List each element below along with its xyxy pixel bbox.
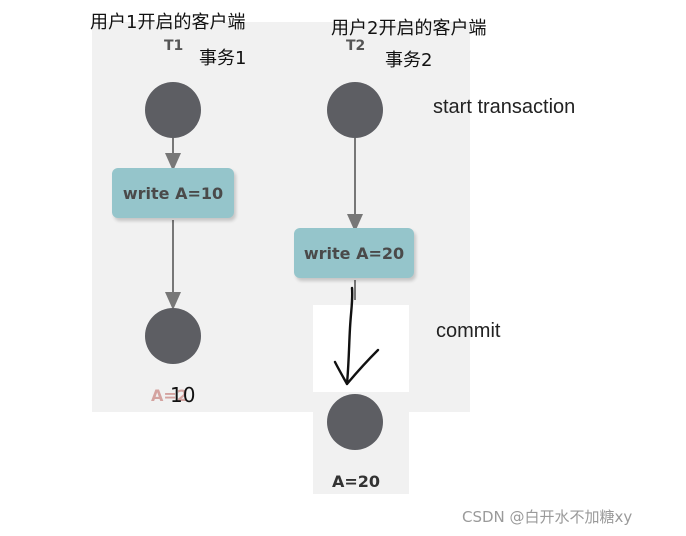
t1-start-node bbox=[145, 82, 201, 138]
t1-result-overlay: 10 bbox=[170, 383, 196, 407]
t1-write-label: write A=10 bbox=[122, 183, 224, 203]
client1-thread-id: T1 bbox=[164, 38, 184, 54]
client2-caption: 用户2开启的客户端 bbox=[331, 18, 487, 39]
hand-drawn-arrow bbox=[333, 286, 380, 386]
client1-caption: 用户1开启的客户端 bbox=[90, 12, 246, 33]
client2-transaction-label: 事务2 bbox=[385, 50, 433, 71]
t1-commit-node bbox=[145, 308, 201, 364]
start-transaction-label: start transaction bbox=[433, 96, 576, 118]
whiteout-region bbox=[313, 305, 409, 392]
t2-result-label: A=20 bbox=[332, 472, 381, 491]
watermark: CSDN @白开水不加糖xy bbox=[462, 508, 633, 526]
client2-thread-id: T2 bbox=[346, 38, 366, 54]
t2-write-label: write A=20 bbox=[303, 243, 405, 263]
t2-commit-node bbox=[327, 394, 383, 450]
client1-transaction-label: 事务1 bbox=[199, 48, 247, 69]
t2-start-node bbox=[327, 82, 383, 138]
t1-write-box: write A=10 bbox=[112, 168, 234, 218]
t1-result-faded: A=2 bbox=[151, 386, 188, 405]
t2-write-box: write A=20 bbox=[294, 228, 414, 278]
commit-label: commit bbox=[436, 320, 501, 342]
